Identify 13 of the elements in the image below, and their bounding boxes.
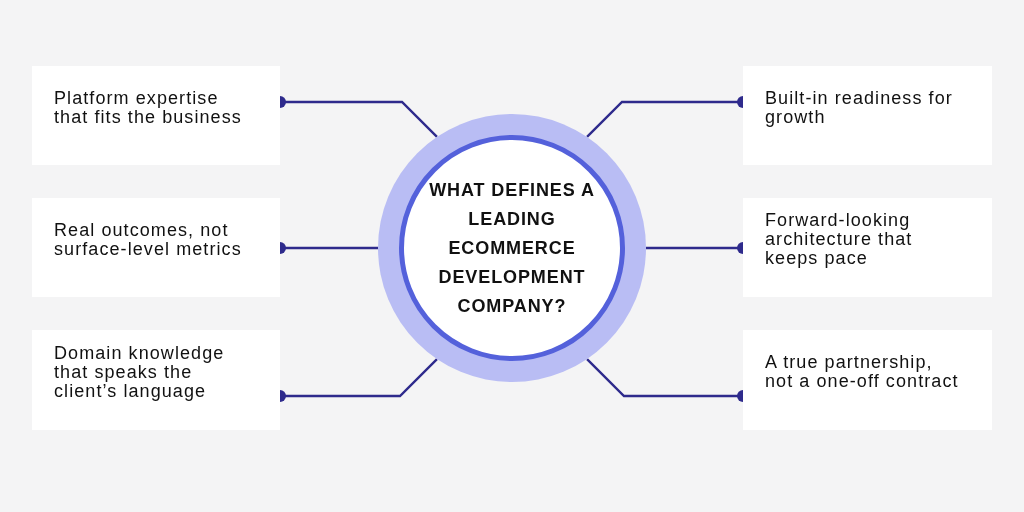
feature-text: Domain knowledge that speaks the client’s language [54, 343, 226, 401]
feature-card [743, 66, 992, 165]
feature-card [743, 198, 992, 297]
feature-text: A true partnership, not a one-off contract [765, 353, 960, 391]
feature-text: Built-in readiness for growth [765, 88, 954, 127]
feature-text: Real outcomes, not surface-level metrics [54, 220, 243, 259]
feature-text: Forward-looking architecture that keeps pace [765, 211, 914, 268]
feature-text: Platform expertise that fits the business [54, 88, 243, 127]
center-title: WHAT DEFINES A LEADING ECOMMERCE DEVELOPMENT COMPANY? [428, 178, 596, 318]
feature-card [743, 330, 992, 430]
feature-card [32, 198, 280, 297]
feature-card [32, 66, 280, 165]
feature-card [32, 330, 280, 430]
